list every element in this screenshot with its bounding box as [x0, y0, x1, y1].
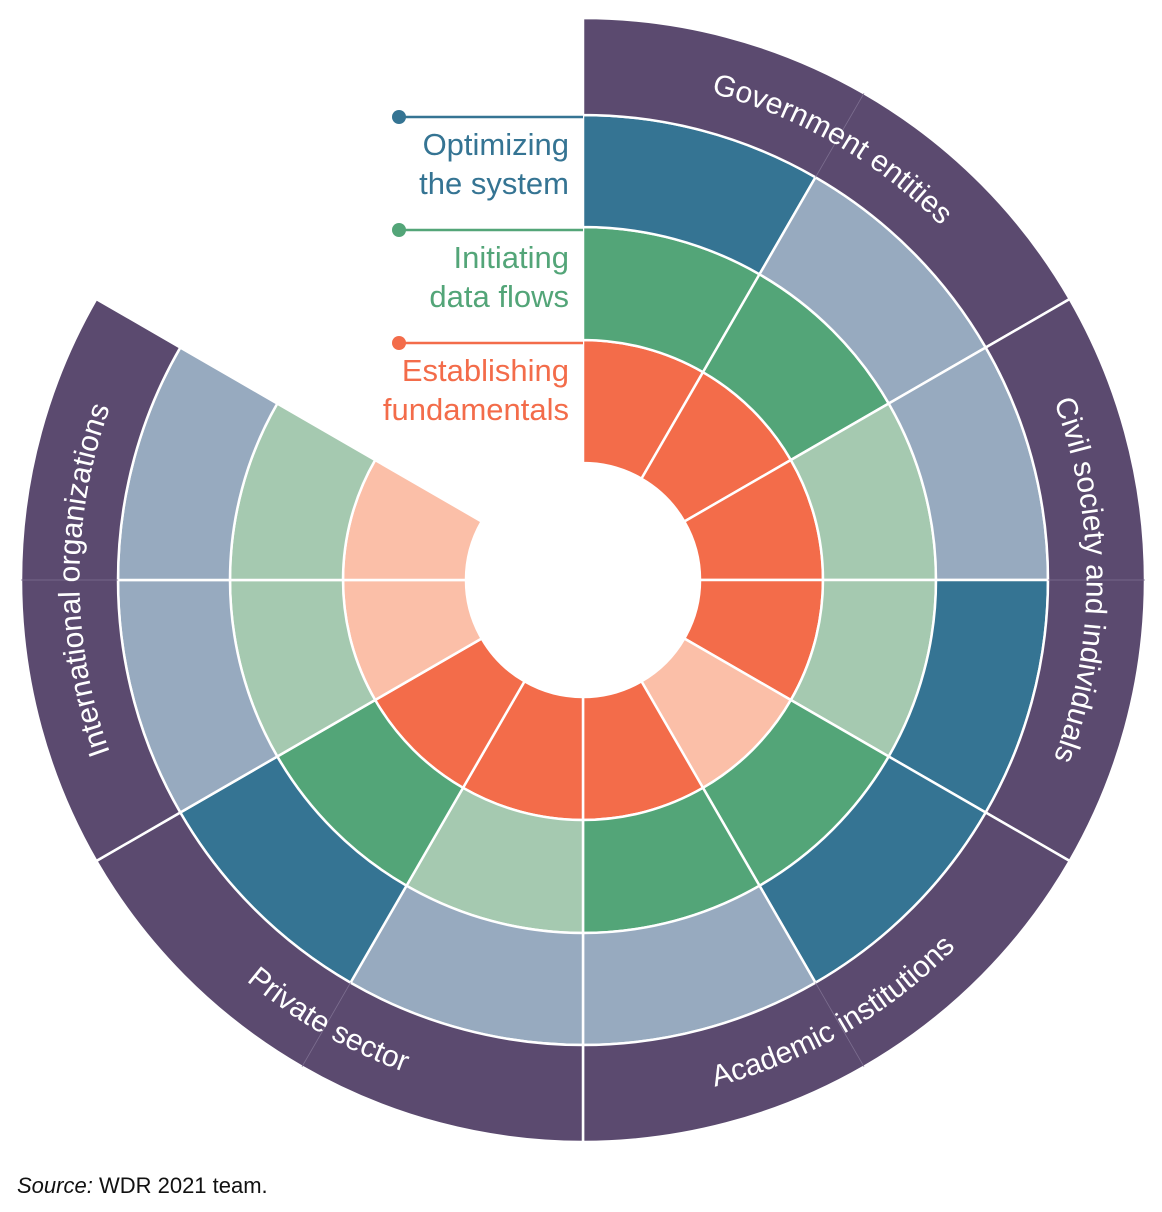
- legend-label: fundamentals: [383, 392, 569, 427]
- band-divider: [301, 982, 351, 1067]
- legend-dot-icon: [392, 110, 406, 124]
- source-text: WDR 2021 team.: [92, 1173, 268, 1198]
- band-divider: [815, 982, 865, 1067]
- legend-label: Establishing: [402, 353, 569, 388]
- legend-label: Optimizing: [423, 127, 569, 162]
- legend-label: data flows: [429, 279, 569, 314]
- sector-layer: [116, 113, 1050, 1047]
- legend-dot-icon: [392, 336, 406, 350]
- legend-item: Initiating data flows: [392, 223, 583, 314]
- group-band-layer: [19, 16, 1147, 1144]
- legend-item: Establishing fundamentals: [383, 336, 583, 427]
- legend-dot-icon: [392, 223, 406, 237]
- band-divider: [815, 93, 865, 178]
- legend-label: the system: [419, 166, 569, 201]
- source-note: Source: WDR 2021 team.: [17, 1173, 268, 1199]
- source-label: Source:: [17, 1173, 93, 1198]
- legend-item: Optimizing the system: [392, 110, 583, 201]
- legend-label: Initiating: [454, 240, 569, 275]
